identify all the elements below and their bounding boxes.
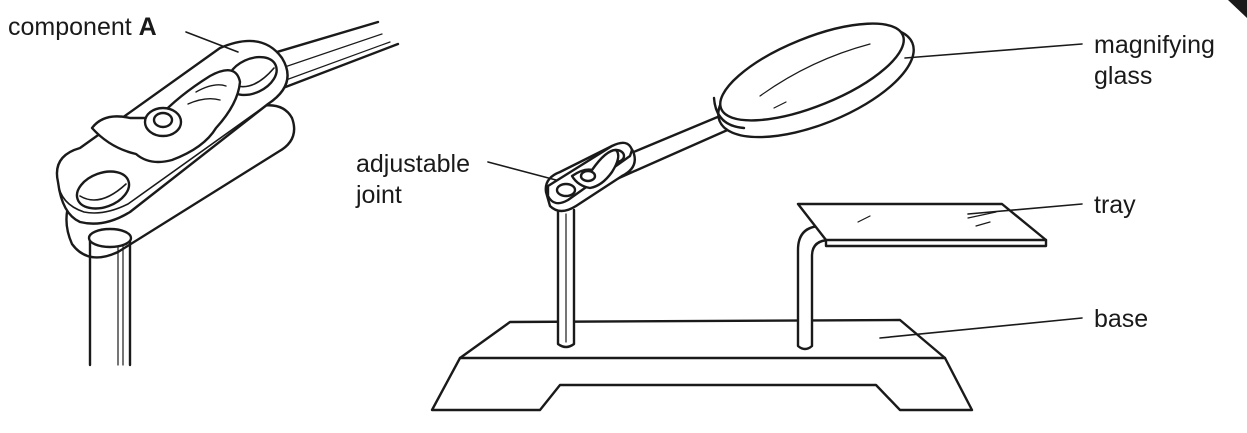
magnifying-glass-leader <box>904 43 1083 59</box>
base-leader <box>879 317 1083 339</box>
adjustable-joint-label-line1: adjustable <box>356 150 470 178</box>
adjustable-joint-label-line2: joint <box>356 181 402 209</box>
component-a-label-letter: A <box>138 13 157 41</box>
assembly <box>430 22 1048 412</box>
tray-label: tray <box>1094 191 1136 219</box>
tray-leader <box>967 203 1083 215</box>
adjustable-joint-leader <box>487 161 557 181</box>
closeup-vertical-rod <box>88 236 132 367</box>
magnifying-glass-label-line1: magnifying <box>1094 31 1215 59</box>
component-a-label: component A <box>8 12 157 42</box>
component-a-leader <box>185 31 239 53</box>
component-a-closeup <box>55 20 400 367</box>
corner-mark <box>1228 0 1247 18</box>
closeup-rod-top <box>87 227 133 249</box>
closeup-wing-nut-center <box>143 106 183 138</box>
closeup-lower-plate <box>65 104 296 259</box>
magnifying-glass <box>712 22 915 139</box>
base-label: base <box>1094 305 1149 333</box>
closeup-arm-rod-shading <box>269 33 391 85</box>
adjustable-joint <box>544 141 636 213</box>
tray-rod <box>796 224 832 351</box>
base-shape <box>430 318 974 412</box>
magnifying-glass-label-line2: glass <box>1094 62 1153 90</box>
component-a-label-prefix: component <box>8 13 132 41</box>
